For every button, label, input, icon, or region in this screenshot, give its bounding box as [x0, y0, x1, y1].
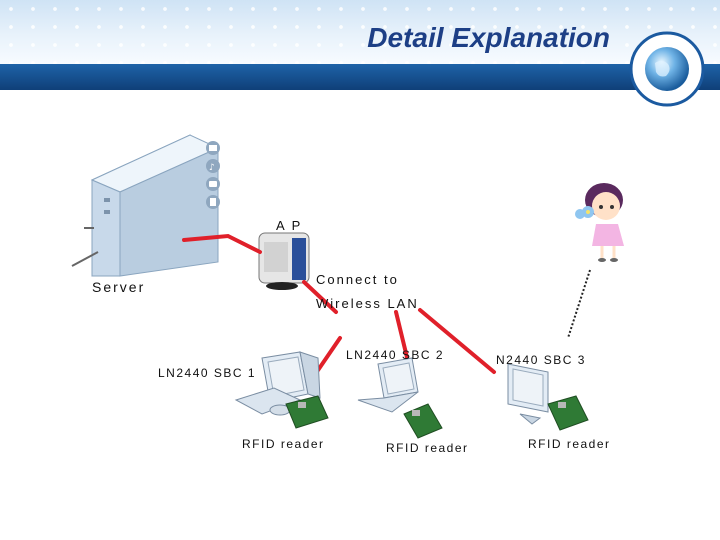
- server-app-icons: ♪: [206, 141, 220, 209]
- server-label: Server: [92, 279, 146, 295]
- svg-text:♪: ♪: [209, 163, 215, 173]
- sbc3-label: N2440 SBC 3: [496, 353, 586, 367]
- slide-title: Detail Explanation: [367, 22, 610, 53]
- rfid-reader-1-icon: [285, 395, 329, 429]
- sbc1-label: LN2440 SBC 1: [158, 366, 257, 380]
- server-icon: [71, 134, 220, 277]
- link-ap-wlan: [302, 280, 338, 314]
- connect-label: Connect to: [316, 272, 399, 287]
- link-server-ap: [182, 233, 262, 254]
- sbc2-label: LN2440 SBC 2: [346, 348, 445, 362]
- globe-icon: [629, 31, 705, 107]
- wireless-link-user: [567, 269, 591, 339]
- wireless-lan-label: Wireless LAN: [316, 296, 419, 311]
- user-icon: [575, 183, 624, 262]
- rfid1-label: RFID reader: [242, 437, 325, 451]
- rfid2-label: RFID reader: [386, 441, 469, 455]
- access-point-icon: [258, 232, 310, 290]
- rfid-reader-3-icon: [547, 395, 589, 431]
- rfid3-label: RFID reader: [528, 437, 611, 451]
- header-dot-pattern: [0, 0, 720, 64]
- sbc2-laptop-icon: [357, 357, 419, 413]
- rfid-reader-2-icon: [403, 403, 443, 439]
- header-dark-band: [0, 64, 720, 90]
- slide-header: [0, 0, 720, 90]
- link-wlan-sbc3: [418, 308, 496, 374]
- ap-label: A P: [276, 218, 303, 233]
- sbc3-monitor-icon: [507, 363, 549, 425]
- sbc1-computer-icon: [234, 351, 321, 416]
